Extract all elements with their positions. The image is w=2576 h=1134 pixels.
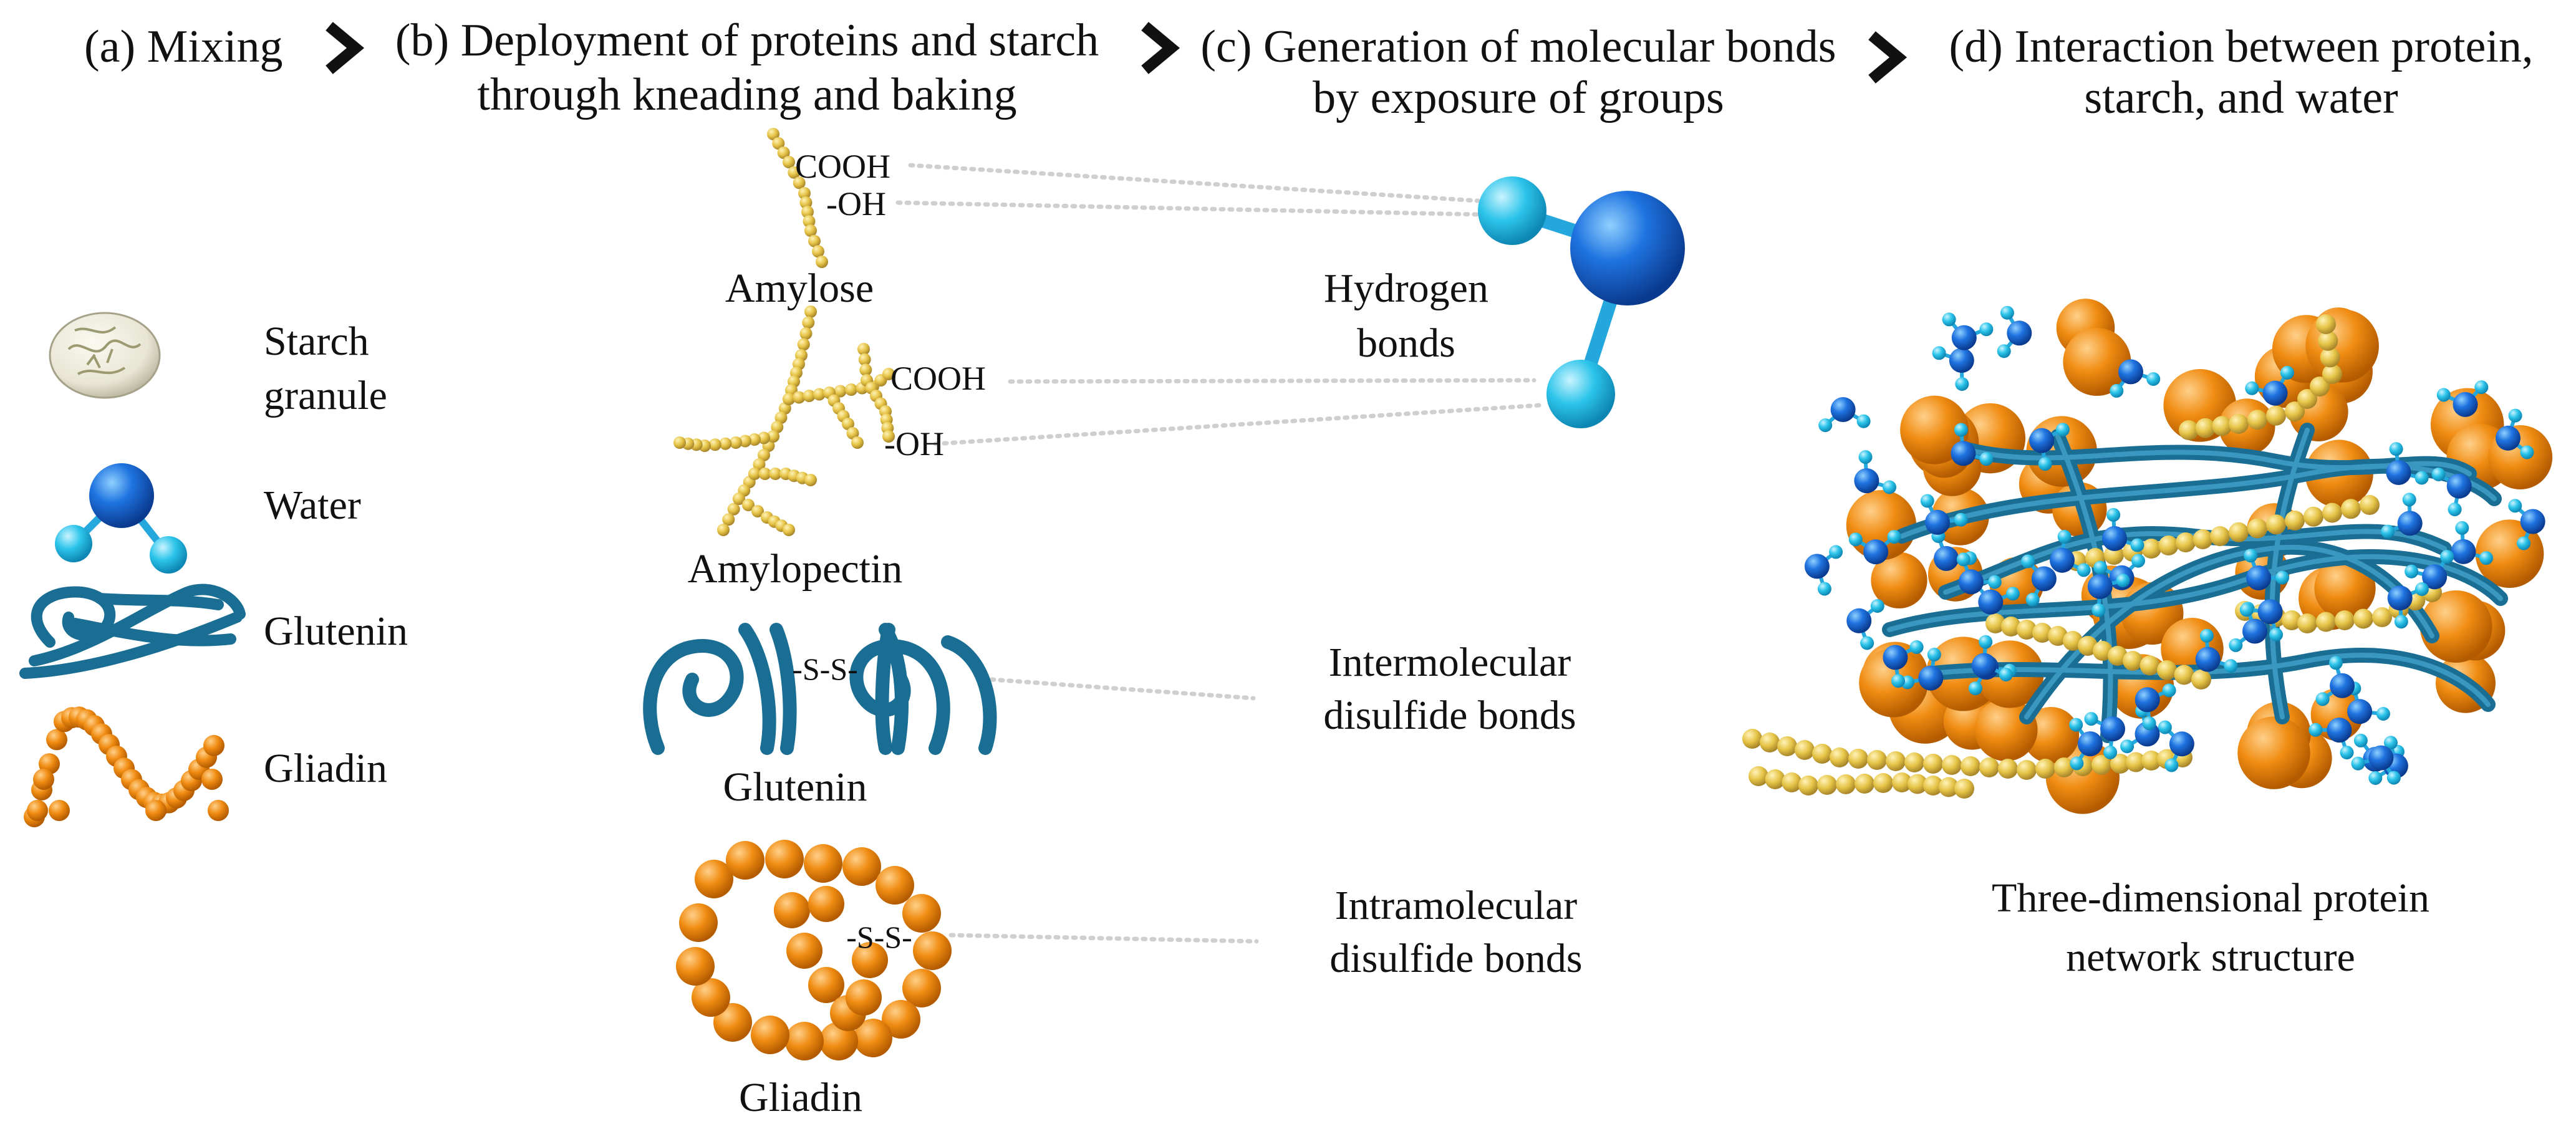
water-molecule-icon	[55, 463, 187, 574]
hydrogen-bonds-line1: Hydrogen	[1324, 266, 1488, 311]
protein-network-illustration	[1742, 299, 2553, 814]
legend-glutenin: Glutenin	[264, 608, 408, 654]
network-caption-line1: Three-dimensional protein	[1992, 875, 2429, 921]
intramolecular-bonds-line1: Intramolecular	[1334, 883, 1578, 928]
amylose-label: Amylose	[725, 266, 874, 311]
legend-gliadin: Gliadin	[264, 746, 387, 791]
glutenin-disulfide-icon	[643, 623, 997, 755]
amylopectin-label: Amylopectin	[687, 546, 903, 592]
gliadin-label: Gliadin	[739, 1075, 862, 1120]
step-arrow-icon	[326, 22, 365, 74]
amylopectin-cooh-label: COOH	[890, 360, 987, 397]
legend-starch-line1: Starch	[264, 319, 369, 364]
legend-starch-line2: granule	[264, 373, 387, 418]
starch-granule-icon	[49, 312, 161, 399]
amylose-oh-label: -OH	[826, 185, 886, 223]
gliadin-ss-label: -S-S-	[846, 920, 912, 954]
glutenin-label: Glutenin	[723, 764, 867, 810]
intermolecular-bonds-line1: Intermolecular	[1328, 640, 1571, 685]
connector-lines	[895, 163, 1543, 944]
gliadin-spiral-icon	[676, 840, 952, 1060]
gliadin-icon	[24, 706, 229, 827]
step-arrow-icon	[1141, 22, 1180, 74]
glutenin-icon	[19, 584, 246, 679]
amylopectin-icon	[673, 305, 895, 536]
header-mixing: (a) Mixing	[84, 21, 283, 72]
hydrogen-bonds-line2: bonds	[1357, 320, 1455, 366]
glutenin-ss-label: -S-S-	[792, 651, 858, 686]
intramolecular-bonds-line2: disulfide bonds	[1329, 936, 1583, 981]
header-generation-line1: (c) Generation of molecular bonds	[1200, 21, 1836, 72]
header-interaction-line2: starch, and water	[2084, 72, 2398, 123]
header-generation-line2: by exposure of groups	[1313, 72, 1724, 123]
header-deployment-line2: through kneading and baking	[477, 69, 1017, 120]
network-caption-line2: network structure	[2066, 935, 2355, 980]
hydrogen-bond-water-icon	[1478, 176, 1685, 428]
header-deployment-line1: (b) Deployment of proteins and starch	[395, 15, 1099, 66]
amylopectin-oh-label: -OH	[884, 425, 944, 463]
legend-water: Water	[264, 483, 361, 528]
amylose-cooh-label: COOH	[795, 148, 891, 185]
step-arrow-icon	[1868, 31, 1908, 84]
intermolecular-bonds-line2: disulfide bonds	[1323, 693, 1576, 738]
amylose-chain-icon	[767, 128, 828, 268]
header-interaction-line1: (d) Interaction between protein,	[1949, 21, 2534, 72]
